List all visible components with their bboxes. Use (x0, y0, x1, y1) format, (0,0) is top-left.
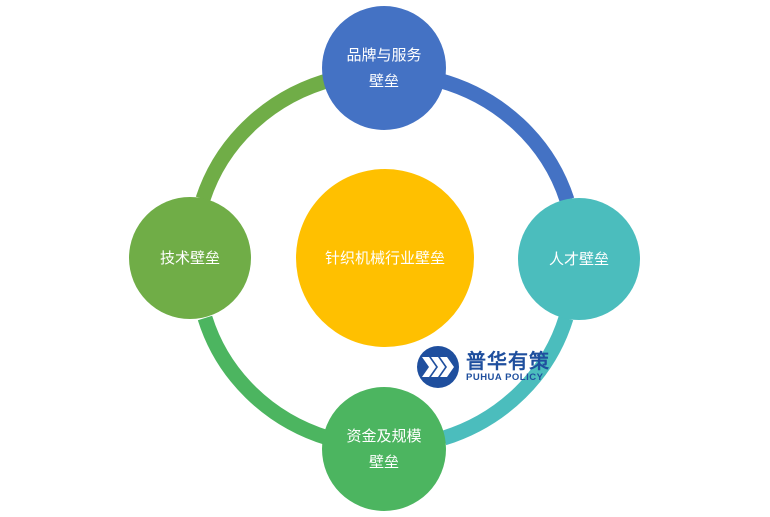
brand-service-barrier-label: 品牌与服务 壁垒 (346, 46, 422, 90)
capital-scale-barrier-node: 资金及规模 壁垒 (322, 387, 446, 511)
center-node: 针织机械行业壁垒 (296, 169, 474, 347)
ring-arc-capital-tech (197, 315, 331, 446)
puhua-logo-icon (417, 346, 459, 388)
puhua-policy-logo: 普华有策 PUHUA POLICY (416, 343, 549, 391)
talent-barrier-label: 人才壁垒 (548, 250, 609, 268)
ring-arc-talent-capital (441, 315, 574, 446)
talent-barrier-node: 人才壁垒 (518, 198, 640, 320)
ring-arc-tech-brand (195, 71, 336, 202)
capital-scale-barrier-label: 资金及规模 壁垒 (346, 427, 422, 471)
logo-name-cn: 普华有策 (466, 349, 550, 373)
technology-barrier-node: 技术壁垒 (129, 197, 251, 319)
ring-arc-brand-talent (436, 72, 575, 203)
technology-barrier-label: 技术壁垒 (159, 249, 220, 267)
center-node-label: 针织机械行业壁垒 (324, 249, 445, 267)
logo-name-en: PUHUA POLICY (466, 372, 544, 383)
brand-service-barrier-node: 品牌与服务 壁垒 (322, 6, 446, 130)
